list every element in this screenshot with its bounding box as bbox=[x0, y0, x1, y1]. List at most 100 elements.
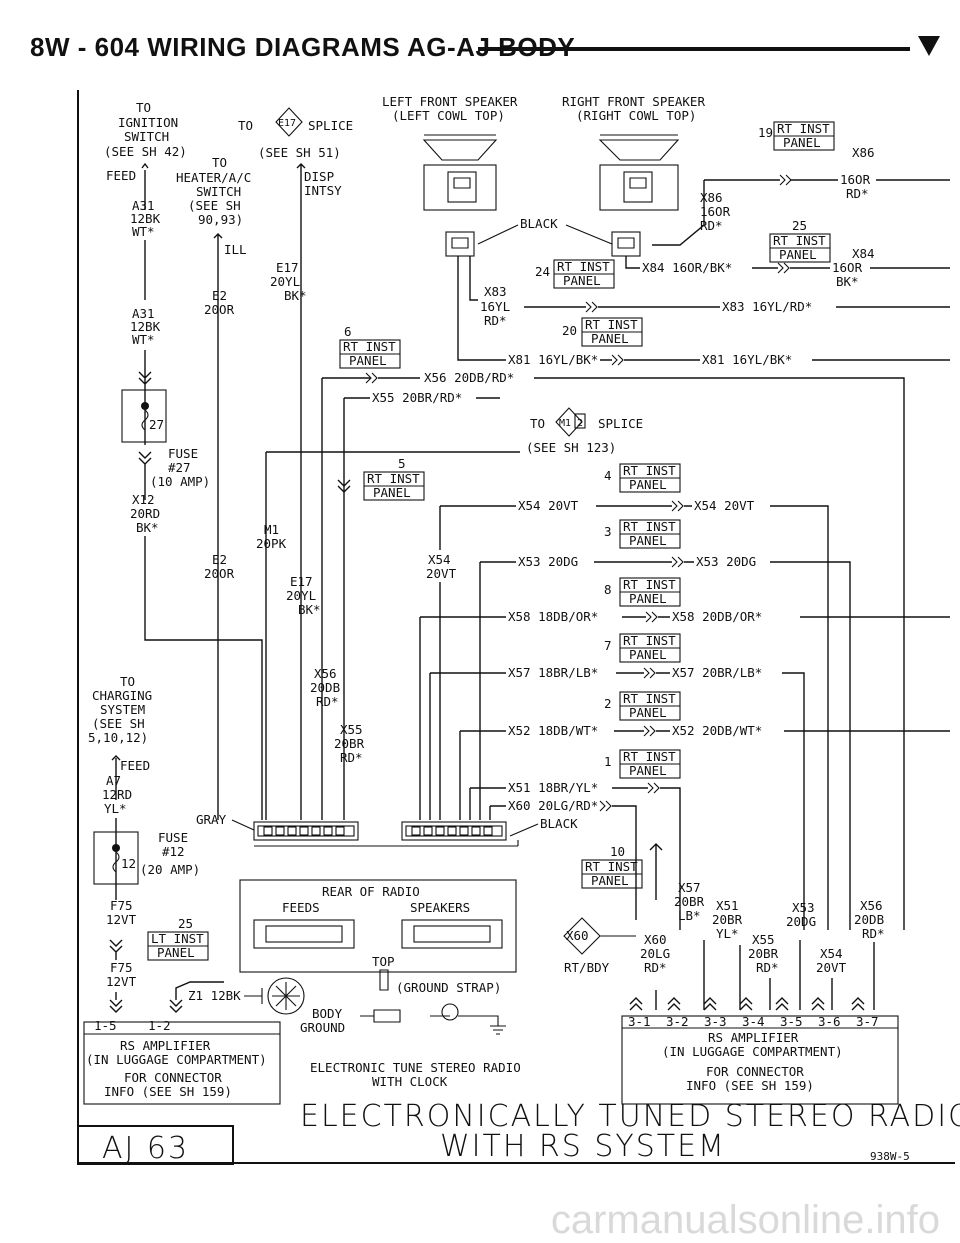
label: WT* bbox=[132, 224, 155, 239]
label: WITH CLOCK bbox=[372, 1074, 448, 1089]
label: #27 bbox=[168, 460, 191, 475]
label: BK* bbox=[836, 274, 859, 289]
label: 16OR bbox=[700, 204, 731, 219]
label: X83 16YL/RD* bbox=[722, 299, 812, 314]
label: 20 bbox=[562, 323, 577, 338]
label: PANEL bbox=[629, 591, 667, 606]
label: X81 16YL/BK* bbox=[702, 352, 792, 367]
label: FUSE bbox=[158, 830, 188, 845]
label: X60 20LG/RD* bbox=[508, 798, 598, 813]
label: X56 20DB/RD* bbox=[424, 370, 514, 385]
label: (IN LUGGAGE COMPARTMENT) bbox=[86, 1052, 267, 1067]
label: PANEL bbox=[591, 331, 629, 346]
rt-inst-panel-24: 24 RT INST PANEL bbox=[535, 259, 615, 289]
label: 16YL bbox=[480, 299, 510, 314]
label: 3-6 bbox=[818, 1014, 841, 1029]
label: X86 bbox=[852, 145, 875, 160]
label: RT INST bbox=[367, 471, 420, 486]
label: X51 18BR/YL* bbox=[508, 780, 598, 795]
label: ELECTRONIC TUNE STEREO RADIO bbox=[310, 1060, 521, 1075]
label: 6 bbox=[344, 324, 352, 339]
label: RT INST bbox=[585, 317, 638, 332]
label: 12BK bbox=[130, 319, 161, 334]
label: 20YL bbox=[286, 588, 316, 603]
lt-inst-panel-25: LT INST PANEL bbox=[147, 931, 209, 961]
label: X55 bbox=[752, 932, 775, 947]
label: BLACK bbox=[520, 216, 558, 231]
label: 20YL bbox=[270, 274, 300, 289]
rt-inst-panel-1: 1 RT INST PANEL bbox=[604, 749, 681, 779]
label: 3-2 bbox=[666, 1014, 689, 1029]
sheet-id: AJ 63 bbox=[102, 1131, 189, 1166]
label: X57 18BR/LB* bbox=[508, 665, 598, 680]
label: LT INST bbox=[151, 931, 204, 946]
label: RT INST bbox=[773, 233, 826, 248]
label: X55 20BR/RD* bbox=[372, 390, 462, 405]
label: PANEL bbox=[563, 273, 601, 288]
label: (SEE SH bbox=[92, 716, 145, 731]
rt-inst-panel-25: RT INST PANEL bbox=[769, 233, 831, 263]
label: E17 bbox=[290, 574, 313, 589]
label: SWITCH bbox=[124, 129, 169, 144]
label: SPLICE bbox=[598, 416, 643, 431]
label: RT INST bbox=[623, 633, 676, 648]
label: A31 bbox=[132, 198, 155, 213]
label: RD* bbox=[846, 186, 869, 201]
rt-inst-panel-8: 8 RT INST PANEL bbox=[604, 577, 681, 607]
label: X52 20DB/WT* bbox=[672, 723, 762, 738]
e17-splice: TO E17 SPLICE (SEE SH 51) DISP INTSY E17… bbox=[238, 107, 353, 820]
label: X84 16OR/BK* bbox=[642, 260, 732, 275]
label: 8 bbox=[604, 582, 612, 597]
label: RIGHT FRONT SPEAKER bbox=[562, 94, 705, 109]
label: 3-4 bbox=[742, 1014, 765, 1029]
drawing-code: 938W-5 bbox=[870, 1150, 910, 1163]
label: GRAY bbox=[196, 812, 227, 827]
label: F75 bbox=[110, 898, 133, 913]
label: A31 bbox=[132, 306, 155, 321]
label: WT* bbox=[132, 332, 155, 347]
label: TO bbox=[238, 118, 253, 133]
label: X58 18DB/OR* bbox=[508, 609, 598, 624]
label: X57 20BR/LB* bbox=[672, 665, 762, 680]
label: 20DB bbox=[854, 912, 884, 927]
label: 20BR bbox=[748, 946, 779, 961]
label: M1 bbox=[264, 522, 279, 537]
label: INFO (SEE SH 159) bbox=[104, 1084, 232, 1099]
label: X86 bbox=[700, 190, 723, 205]
page-header: 8W - 604 WIRING DIAGRAMS AG-AJ BODY bbox=[30, 30, 940, 64]
rt-inst-panel-20: 20 RT INST PANEL bbox=[562, 317, 643, 347]
label: 3-3 bbox=[704, 1014, 727, 1029]
label: (10 AMP) bbox=[150, 474, 210, 489]
down-triangle-icon bbox=[918, 36, 940, 56]
label: RD* bbox=[644, 960, 667, 975]
label: PANEL bbox=[783, 135, 821, 150]
label: SYSTEM bbox=[100, 702, 145, 717]
label: 20BR bbox=[712, 912, 743, 927]
label: RD* bbox=[484, 313, 507, 328]
label: BODY bbox=[312, 1006, 343, 1021]
label: (LEFT COWL TOP) bbox=[392, 108, 505, 123]
label: 2 bbox=[604, 696, 612, 711]
label: F75 bbox=[110, 960, 133, 975]
label: PANEL bbox=[629, 533, 667, 548]
label: 3-7 bbox=[856, 1014, 879, 1029]
label: PANEL bbox=[629, 763, 667, 778]
label: X60 bbox=[566, 928, 589, 943]
label: PANEL bbox=[629, 647, 667, 662]
label: A7 bbox=[106, 773, 121, 788]
label: RS AMPLIFIER bbox=[120, 1038, 211, 1053]
label: 20VT bbox=[816, 960, 847, 975]
label: SPEAKERS bbox=[410, 900, 470, 915]
label: 10 bbox=[610, 844, 625, 859]
rt-inst-panel-2: 2 RT INST PANEL bbox=[604, 691, 681, 721]
label: 20OR bbox=[204, 302, 235, 317]
label: 12BK bbox=[130, 211, 161, 226]
label: TO bbox=[212, 155, 227, 170]
ignition-feed: TO IGNITION SWITCH (SEE SH 42) FEED A31 … bbox=[104, 100, 263, 820]
label: PANEL bbox=[373, 485, 411, 500]
label: RT INST bbox=[623, 691, 676, 706]
label: SWITCH bbox=[196, 184, 241, 199]
label: PANEL bbox=[349, 353, 387, 368]
diagram-subtitle: WITH RS SYSTEM bbox=[440, 1129, 726, 1164]
label: TOP bbox=[372, 954, 395, 969]
